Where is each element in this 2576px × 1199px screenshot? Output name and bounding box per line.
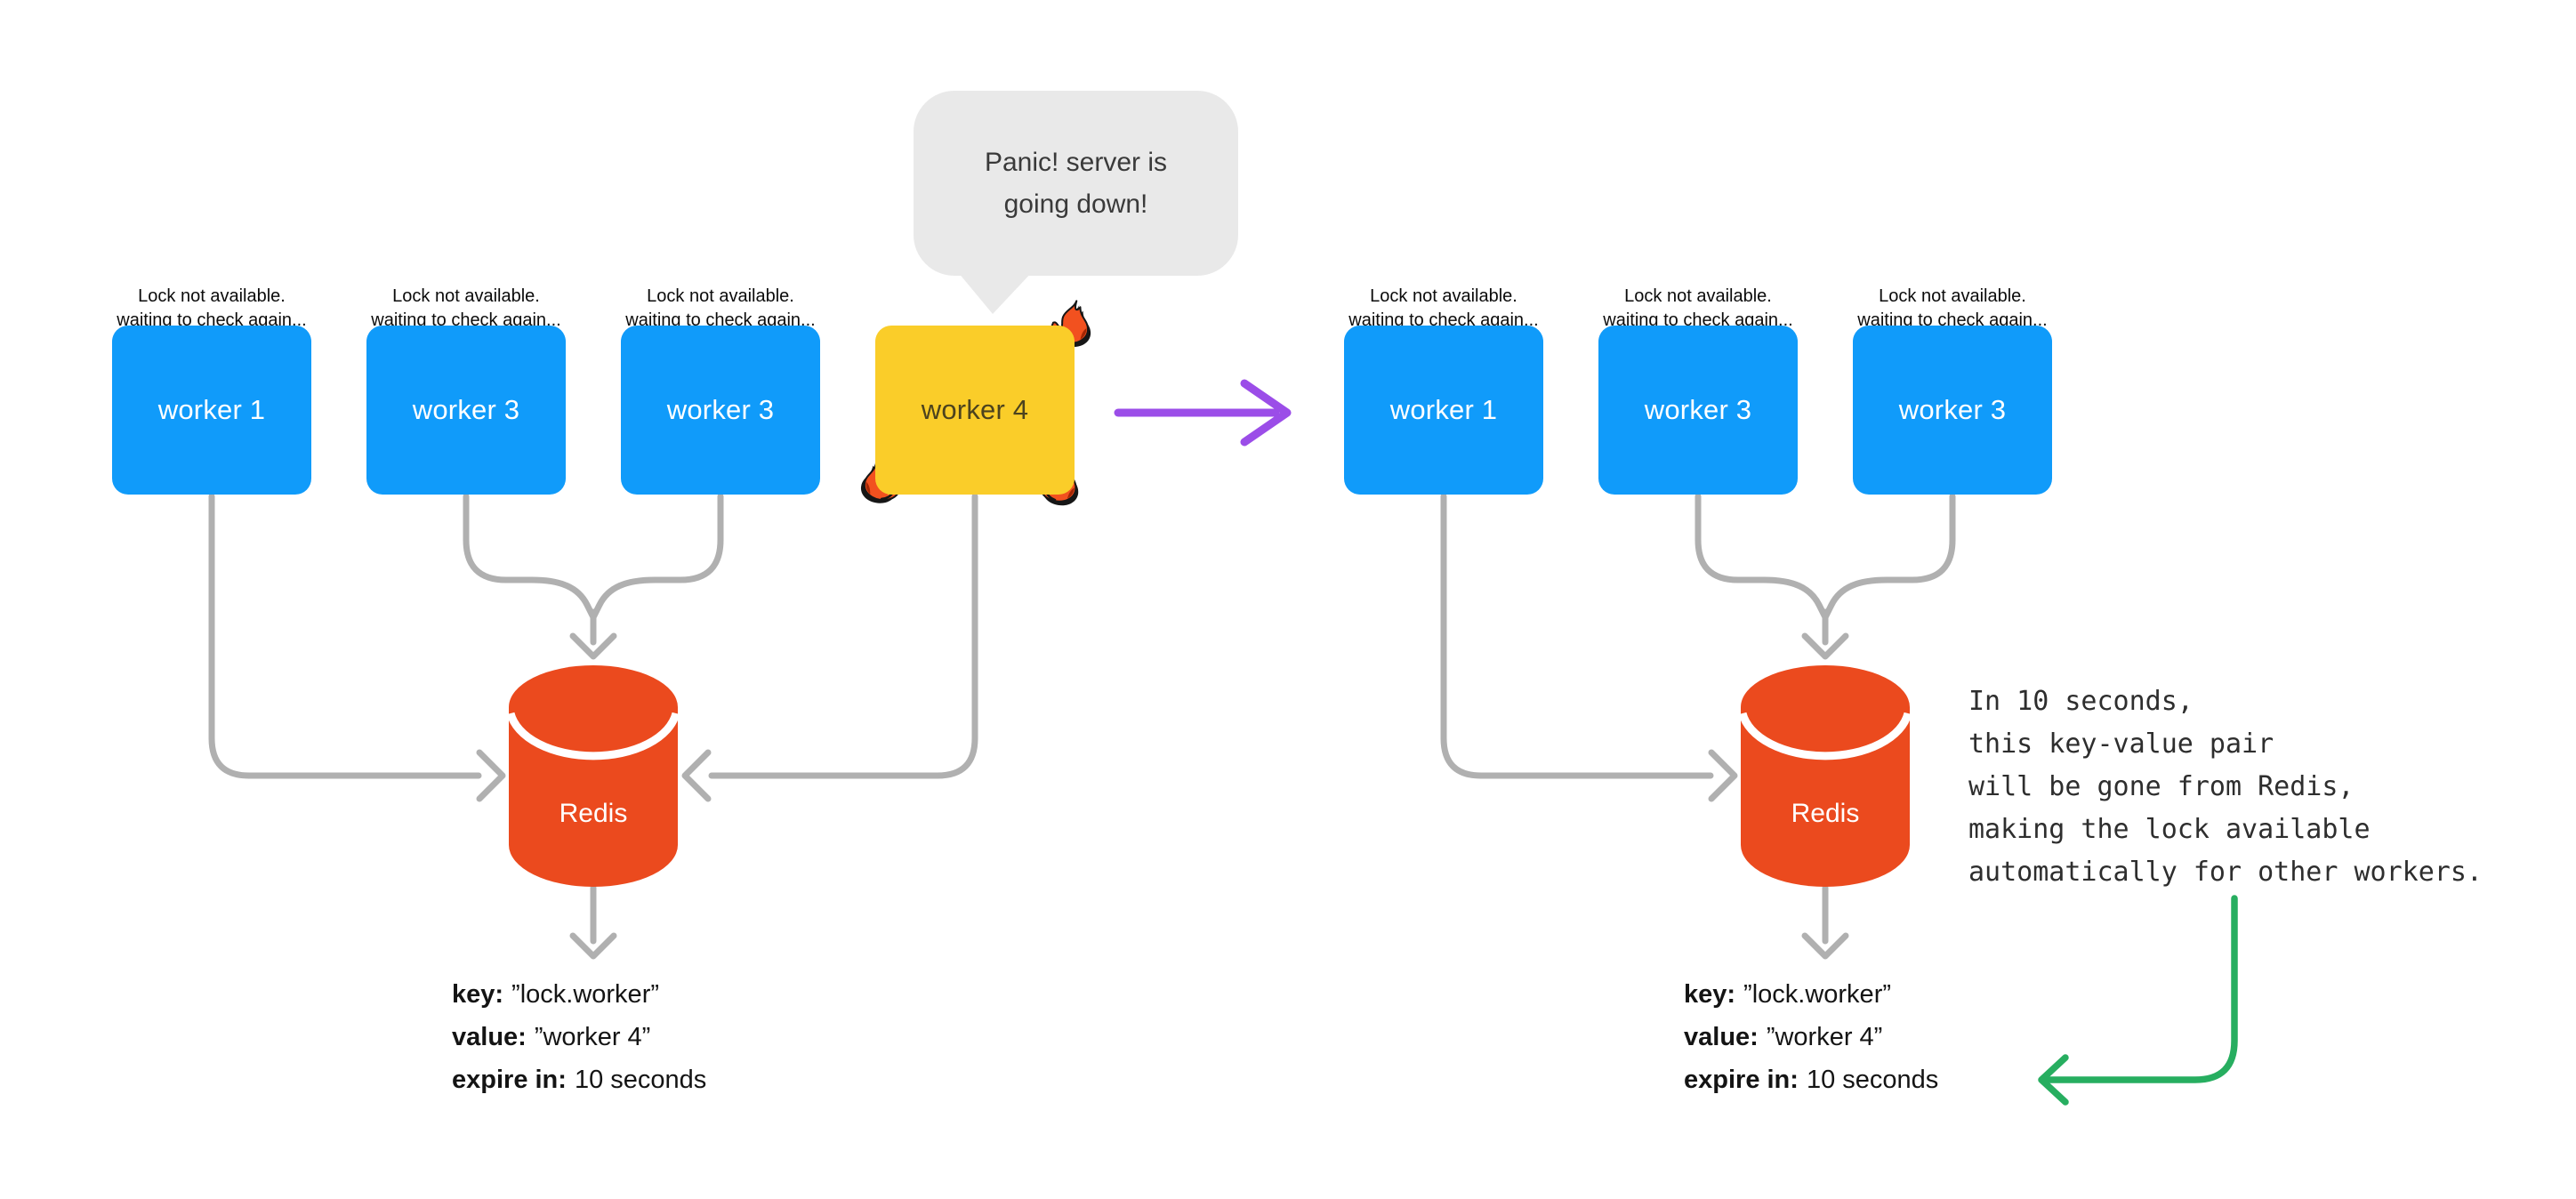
redis-cylinder-right xyxy=(1738,665,1912,887)
status-line: Lock not available. xyxy=(1879,286,2026,306)
status-label: Lock not available. waiting to check aga… xyxy=(1828,285,2077,333)
worker-box: worker 3 xyxy=(1598,326,1798,495)
speech-bubble-line: going down! xyxy=(1003,189,1148,219)
status-line: waiting to check again... xyxy=(1603,310,1793,330)
kv-row: expire in:10 seconds xyxy=(1684,1058,1938,1101)
status-label: Lock not available. waiting to check aga… xyxy=(1319,285,1568,333)
worker-box: worker 3 xyxy=(621,326,820,495)
kv-key-value: ”lock.worker” xyxy=(511,980,660,1009)
kv-value-value: ”worker 4” xyxy=(534,1023,651,1051)
redis-label: Redis xyxy=(559,799,628,828)
kv-value-value: ”worker 4” xyxy=(1766,1023,1883,1051)
connector-arrows-left xyxy=(208,493,978,960)
kv-row: expire in:10 seconds xyxy=(452,1058,706,1101)
expiry-note-line: In 10 seconds, xyxy=(1968,686,2194,717)
kv-key-label: key: xyxy=(452,980,504,1009)
expire-callout-arrow xyxy=(2038,895,2238,1106)
worker-box: worker 3 xyxy=(366,326,566,495)
kv-expire-label: expire in: xyxy=(1684,1066,1799,1094)
expiry-note: In 10 seconds, this key-value pair will … xyxy=(1968,680,2483,894)
expiry-note-line: will be gone from Redis, xyxy=(1968,771,2355,802)
status-line: Lock not available. xyxy=(1624,286,1772,306)
kv-block: key:”lock.worker” value:”worker 4” expir… xyxy=(452,973,706,1101)
panic-transition-arrow xyxy=(1114,379,1292,447)
kv-row: value:”worker 4” xyxy=(452,1016,706,1058)
kv-expire-value: 10 seconds xyxy=(574,1066,707,1094)
kv-key-value: ”lock.worker” xyxy=(1743,980,1892,1009)
status-line: waiting to check again... xyxy=(625,310,816,330)
redis-cylinder-left xyxy=(506,665,680,887)
kv-value-label: value: xyxy=(452,1023,527,1051)
speech-bubble-line: Panic! server is xyxy=(984,148,1168,177)
kv-value-label: value: xyxy=(1684,1023,1759,1051)
kv-row: value:”worker 4” xyxy=(1684,1016,1938,1058)
redis-label: Redis xyxy=(1791,799,1860,828)
expiry-note-line: this key-value pair xyxy=(1968,728,2274,760)
speech-bubble: Panic! server is going down! xyxy=(914,91,1238,276)
kv-key-label: key: xyxy=(1684,980,1736,1009)
worker-box: worker 1 xyxy=(1344,326,1543,495)
status-line: waiting to check again... xyxy=(371,310,561,330)
expiry-note-line: making the lock available xyxy=(1968,814,2371,845)
kv-expire-label: expire in: xyxy=(452,1066,567,1094)
worker-box: worker 1 xyxy=(112,326,311,495)
status-label: Lock not available. waiting to check aga… xyxy=(87,285,336,333)
status-line: Lock not available. xyxy=(647,286,794,306)
status-line: waiting to check again... xyxy=(1857,310,2048,330)
kv-row: key:”lock.worker” xyxy=(452,973,706,1016)
status-line: Lock not available. xyxy=(392,286,540,306)
kv-row: key:”lock.worker” xyxy=(1684,973,1938,1016)
speech-bubble-tail xyxy=(954,267,1034,314)
status-label: Lock not available. waiting to check aga… xyxy=(596,285,845,333)
kv-block: key:”lock.worker” value:”worker 4” expir… xyxy=(1684,973,1938,1101)
status-line: Lock not available. xyxy=(138,286,286,306)
status-line: waiting to check again... xyxy=(117,310,307,330)
status-line: Lock not available. xyxy=(1370,286,1517,306)
connector-arrows-right xyxy=(1440,493,1956,960)
expiry-note-line: automatically for other workers. xyxy=(1968,857,2483,888)
worker-box-panicking: worker 4 xyxy=(875,326,1075,495)
worker-box: worker 3 xyxy=(1853,326,2052,495)
kv-expire-value: 10 seconds xyxy=(1806,1066,1939,1094)
status-label: Lock not available. waiting to check aga… xyxy=(342,285,591,333)
status-label: Lock not available. waiting to check aga… xyxy=(1574,285,1823,333)
status-line: waiting to check again... xyxy=(1348,310,1539,330)
